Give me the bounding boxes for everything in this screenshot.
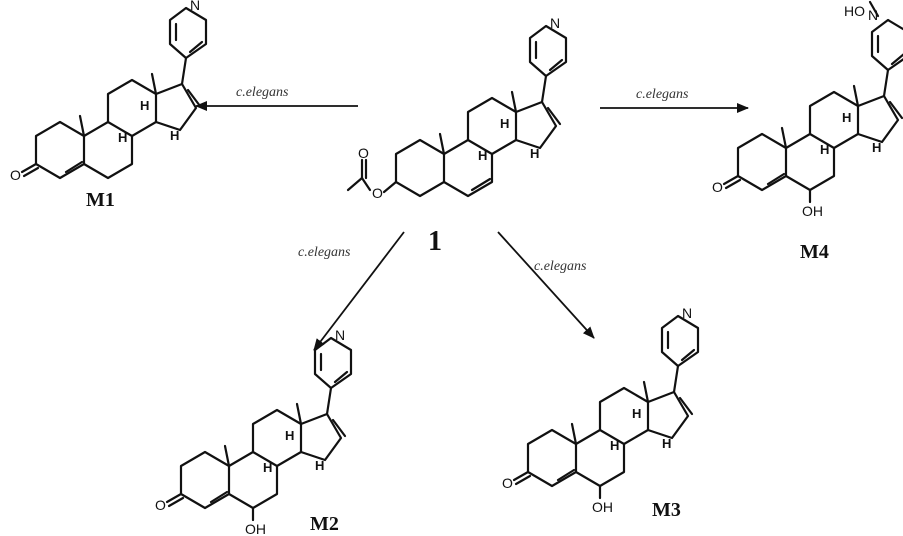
pyridine-n-label: N — [190, 0, 200, 13]
pyridine-n-label: N — [868, 7, 878, 23]
reaction-arrow-to-m3: c.elegans — [497, 231, 595, 339]
n-hydroxy-label: HO — [844, 3, 865, 19]
ketone-o-label: O — [502, 475, 513, 491]
ester-o-label: O — [372, 185, 383, 201]
compound-m2-structure: N O OH — [155, 327, 353, 536]
compound-m3-structure: N O OH — [502, 305, 700, 515]
compound-1-structure: N O O — [346, 15, 568, 201]
pyridine-n-label: N — [682, 305, 692, 321]
reaction-arrow-to-m2: c.elegans — [298, 231, 405, 351]
compound-m2-label: M2 — [310, 513, 339, 535]
hydroxyl-label: OH — [802, 203, 823, 219]
hydroxyl-label: OH — [245, 521, 266, 536]
compound-m3-label: M3 — [652, 499, 681, 521]
ketone-o-label: O — [10, 167, 21, 183]
compound-m1-label: M1 — [86, 189, 115, 211]
compound-m1-structure: N O — [10, 0, 208, 183]
ketone-o-label: O — [712, 179, 723, 195]
compound-m4-label: M4 — [800, 241, 829, 263]
hydroxyl-label: OH — [592, 499, 613, 515]
pyridine-n-label: N — [550, 15, 560, 31]
organism-label: c.elegans — [534, 259, 587, 274]
compound-1-label: 1 — [428, 226, 442, 257]
pyridine-n-label: N — [335, 327, 345, 343]
compound-m4-structure: N HO O OH — [712, 0, 903, 219]
reaction-arrow-to-m4: c.elegans — [600, 87, 749, 113]
organism-label: c.elegans — [298, 245, 351, 260]
organism-label: c.elegans — [236, 85, 289, 100]
organism-label: c.elegans — [636, 87, 689, 102]
ketone-o-label: O — [155, 497, 166, 513]
reaction-arrow-to-m1: c.elegans — [195, 85, 358, 111]
carbonyl-o-label: O — [358, 145, 369, 161]
